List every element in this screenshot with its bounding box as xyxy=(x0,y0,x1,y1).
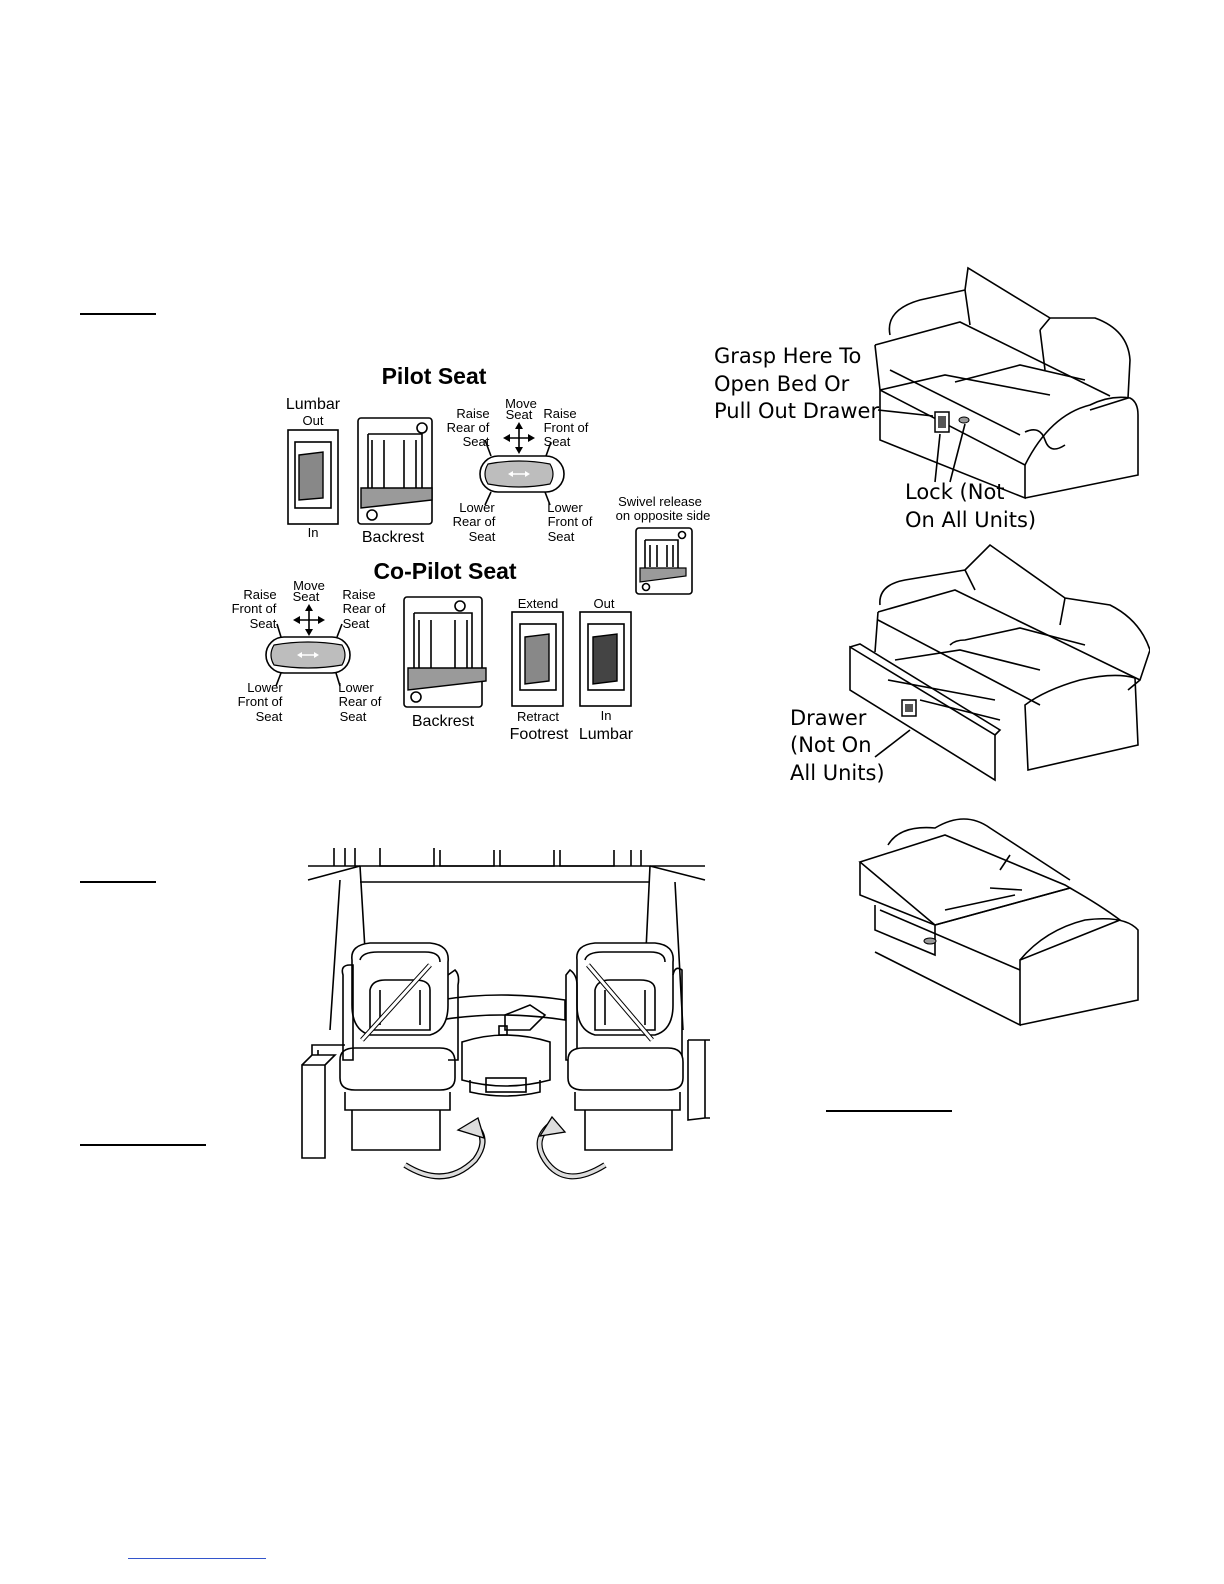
sofa-drawer-open-illustration xyxy=(849,543,1150,782)
lock-label-1: Lock (Not xyxy=(905,480,1005,504)
pilot-seat-title: Pilot Seat xyxy=(382,363,487,389)
heading-rule-3 xyxy=(80,1144,206,1146)
copilot-lumbar-switch[interactable] xyxy=(579,611,632,707)
copilot-lower-rear-3: Seat xyxy=(340,709,367,724)
copilot-lumbar-label: Lumbar xyxy=(579,726,634,743)
heading-rule-1 xyxy=(80,313,156,315)
swivel-arrow-left-icon xyxy=(403,1117,486,1180)
pilot-lower-rear-2: Rear of xyxy=(453,514,496,529)
copilot-lower-rear-2: Rear of xyxy=(339,694,382,709)
copilot-lumbar-out: Out xyxy=(594,596,615,611)
copilot-seat-illustration xyxy=(565,942,684,1151)
pilot-lumbar-label-1: Lumbar xyxy=(286,396,341,413)
swivel-label-1: Swivel release xyxy=(618,494,702,509)
sofa-handle-icon xyxy=(934,411,970,433)
grasp-label-1: Grasp Here To xyxy=(714,344,861,368)
copilot-lower-front-2: Front of xyxy=(238,694,283,709)
cab-seats-illustration xyxy=(301,848,710,1180)
sofa-bed-open-illustration xyxy=(858,818,1139,1027)
pilot-backrest-switch[interactable] xyxy=(357,417,433,525)
copilot-move-seat-1: Move xyxy=(293,578,325,593)
pilot-lower-front-2: Front of xyxy=(548,514,593,529)
copilot-seat-title: Co-Pilot Seat xyxy=(373,558,516,584)
swivel-release-switch[interactable] xyxy=(635,527,693,595)
copilot-lower-rear-1: Lower xyxy=(338,680,374,695)
copilot-raise-rear-2: Rear of xyxy=(343,601,386,616)
seat-controls-diagram: Pilot Seat Lumbar Out In Backrest Raise … xyxy=(232,363,711,743)
copilot-raise-rear-3: Seat xyxy=(343,616,370,631)
footrest-label: Footrest xyxy=(510,726,569,743)
pilot-lumbar-label-2: Out xyxy=(303,413,324,428)
pilot-lumbar-switch[interactable] xyxy=(287,429,339,525)
pilot-raise-front-3: Seat xyxy=(544,434,571,449)
copilot-lumbar-in: In xyxy=(601,708,612,723)
footrest-extend: Extend xyxy=(518,596,558,611)
footer-link-rule xyxy=(128,1558,266,1559)
copilot-raise-front-1: Raise xyxy=(243,587,276,602)
sofa-illustrations: Grasp Here To Open Bed Or Pull Out Drawe… xyxy=(714,266,1150,1027)
pilot-raise-rear-1: Raise xyxy=(456,406,489,421)
copilot-raise-front-3: Seat xyxy=(250,616,277,631)
copilot-lower-front-1: Lower xyxy=(247,680,283,695)
pilot-seat-illustration xyxy=(339,942,460,1151)
copilot-move-arrows-icon xyxy=(293,604,325,636)
pilot-lumbar-in: In xyxy=(308,525,319,540)
swivel-arrow-right-icon xyxy=(536,1115,607,1180)
pilot-backrest-label: Backrest xyxy=(362,529,425,546)
heading-rule-2 xyxy=(80,881,156,883)
copilot-raise-front-2: Front of xyxy=(232,601,277,616)
pilot-move-arrows-icon xyxy=(503,422,535,454)
grasp-label-2: Open Bed Or xyxy=(714,372,850,396)
pilot-raise-rear-2: Rear of xyxy=(447,420,490,435)
drawer-label-3: All Units) xyxy=(790,761,885,785)
copilot-backrest-switch[interactable] xyxy=(403,596,487,708)
copilot-seat-adjust-switch[interactable] xyxy=(265,636,351,674)
sofa-closed-illustration xyxy=(874,266,1139,500)
grasp-label-3: Pull Out Drawer xyxy=(714,399,879,423)
lock-label-2: On All Units) xyxy=(905,508,1036,532)
copilot-backrest-label: Backrest xyxy=(412,713,475,730)
pilot-raise-front-2: Front of xyxy=(544,420,589,435)
pilot-lower-rear-3: Seat xyxy=(469,529,496,544)
copilot-raise-rear-1: Raise xyxy=(342,587,375,602)
pilot-seat-adjust-switch[interactable] xyxy=(479,455,565,493)
pilot-lower-front-3: Seat xyxy=(548,529,575,544)
footrest-switch[interactable] xyxy=(511,611,564,707)
pilot-raise-rear-3: Seat xyxy=(463,434,490,449)
heading-rule-4 xyxy=(826,1110,952,1112)
drawer-label-2: (Not On xyxy=(790,733,872,757)
pilot-move-seat-2: Seat xyxy=(506,407,533,422)
pilot-lower-rear-1: Lower xyxy=(459,500,495,515)
swivel-label-2: on opposite side xyxy=(616,508,711,523)
drawer-handle-icon xyxy=(901,699,917,717)
copilot-lower-front-3: Seat xyxy=(256,709,283,724)
copilot-move-seat-2: Seat xyxy=(293,589,320,604)
pilot-move-seat-1: Move xyxy=(505,396,537,411)
footrest-retract: Retract xyxy=(517,709,559,724)
pilot-lower-front-1: Lower xyxy=(547,500,583,515)
drawer-label-1: Drawer xyxy=(790,706,867,730)
pilot-raise-front-1: Raise xyxy=(543,406,576,421)
